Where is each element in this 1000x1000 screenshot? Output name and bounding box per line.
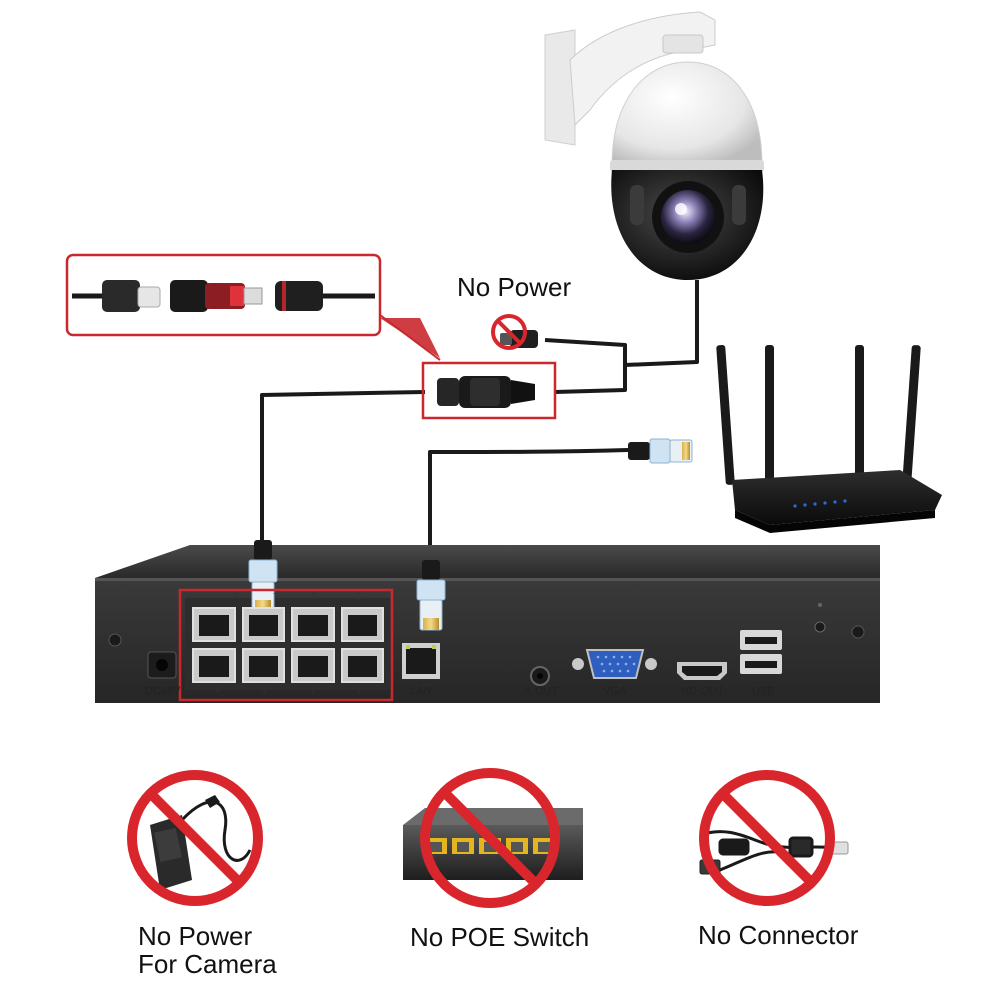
rj45-plug-router-icon — [628, 438, 693, 464]
power-adapter-icon — [150, 795, 252, 890]
port-number-8: 8 — [233, 592, 238, 601]
port-number-5: 5 — [357, 592, 362, 601]
port-number-1: 1 — [357, 686, 362, 695]
joint-highlight-box — [421, 361, 557, 420]
rj45-plug-lan-icon — [416, 560, 446, 631]
port-number-4: 4 — [215, 686, 220, 695]
no-power-prohibited-icon — [491, 314, 527, 350]
poe-port-7 — [241, 607, 285, 642]
lan-label: LAN — [410, 685, 432, 697]
ptz-camera-icon — [544, 11, 764, 280]
wifi-router-icon — [716, 345, 942, 533]
poe-port-8 — [192, 607, 236, 642]
usb-label: USB — [752, 685, 775, 697]
no-connector-caption: No Connector — [698, 920, 859, 950]
vga-label: VGA — [603, 685, 627, 697]
no-poe-switch-caption: No POE Switch — [410, 922, 590, 952]
no-power-label: No Power — [457, 272, 572, 302]
poe-port-5 — [340, 607, 384, 642]
caption-line-1: No Power — [138, 921, 253, 951]
a-out-label: A-OUT — [524, 685, 559, 697]
poe-highlight-box — [178, 588, 394, 702]
port-number-3: 3 — [262, 686, 267, 695]
poe-port-3 — [241, 648, 285, 683]
connector-zoom-callout — [65, 253, 441, 361]
no-power-for-camera-caption: No Power For Camera — [138, 922, 277, 978]
caption-line-2: For Camera — [138, 949, 277, 979]
waterproof-joint-icon — [437, 376, 535, 408]
no-power-adapter-prohibited-icon — [127, 770, 263, 906]
splitter-cable-icon — [699, 830, 849, 875]
port-number-2: 2 — [311, 686, 316, 695]
poe-port-4 — [192, 648, 236, 683]
dc48v-label: DC48V — [145, 685, 181, 697]
port-number-6: 6 — [311, 592, 316, 601]
no-connector-prohibited-icon — [699, 770, 835, 906]
hd-out-label: HD-OUT — [681, 685, 724, 697]
poe-port-6 — [291, 607, 335, 642]
poe-port-1 — [340, 648, 384, 683]
no-poe-switch-prohibited-icon — [420, 768, 560, 908]
port-number-7: 7 — [273, 592, 278, 601]
cable-lines — [260, 280, 699, 575]
poe-ports-grid — [192, 607, 384, 683]
poe-port-2 — [291, 648, 335, 683]
